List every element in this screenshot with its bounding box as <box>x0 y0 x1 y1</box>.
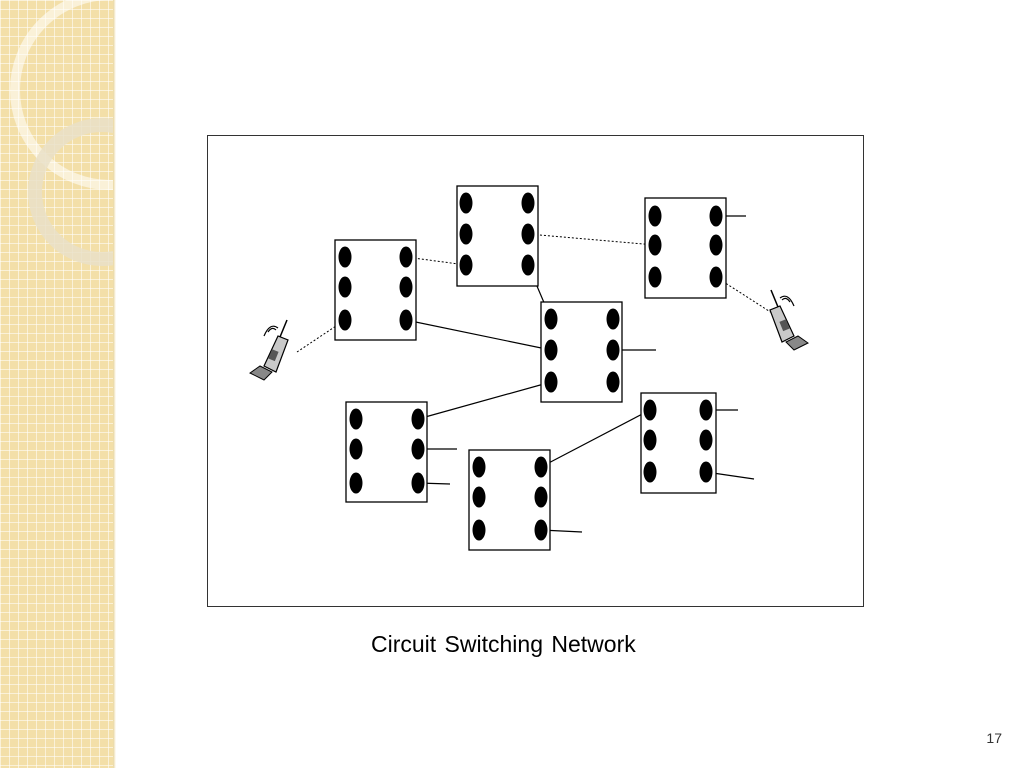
switch-node <box>345 401 428 503</box>
switch-port <box>349 408 363 430</box>
circuit-path <box>527 233 656 246</box>
decorative-side-band <box>0 0 113 768</box>
switch-port <box>699 399 713 421</box>
switch-port <box>709 205 723 227</box>
switch-port <box>699 429 713 451</box>
diagram-frame <box>207 135 864 607</box>
switch-port <box>544 308 558 330</box>
switch-port <box>534 519 548 541</box>
switch-port <box>411 408 425 430</box>
switch-port <box>648 205 662 227</box>
switch-port <box>606 339 620 361</box>
switch-port <box>699 461 713 483</box>
switch-port <box>411 438 425 460</box>
switch-port <box>643 399 657 421</box>
slide-page-number: 17 <box>986 730 1002 746</box>
switch-port <box>606 371 620 393</box>
switch-port <box>709 234 723 256</box>
switch-port <box>349 472 363 494</box>
switch-port <box>472 486 486 508</box>
switch-port <box>534 456 548 478</box>
side-band-edge <box>113 0 116 768</box>
switch-node <box>334 239 417 341</box>
switch-port <box>521 223 535 245</box>
switch-port <box>459 192 473 214</box>
diagram-caption: Circuit Switching Network <box>371 631 636 657</box>
switch-port <box>349 438 363 460</box>
switch-port <box>459 254 473 276</box>
switch-node <box>640 392 717 494</box>
switch-port <box>472 519 486 541</box>
switch-port <box>643 461 657 483</box>
switch-port <box>338 309 352 331</box>
switch-port <box>648 234 662 256</box>
switch-port <box>521 254 535 276</box>
switch-port <box>544 339 558 361</box>
switch-port <box>606 308 620 330</box>
connection-line <box>405 319 552 351</box>
switch-port <box>472 456 486 478</box>
switch-port <box>411 472 425 494</box>
switch-port <box>399 276 413 298</box>
switch-port <box>544 371 558 393</box>
switch-port <box>521 192 535 214</box>
switch-node <box>456 185 539 287</box>
switch-port <box>399 246 413 268</box>
switch-port <box>648 266 662 288</box>
phone-icon <box>249 319 289 381</box>
switch-port <box>399 309 413 331</box>
switch-node <box>540 301 623 403</box>
switch-port <box>338 246 352 268</box>
switch-node <box>644 197 727 299</box>
connection-line <box>540 409 651 468</box>
switch-port <box>643 429 657 451</box>
circuit-path <box>715 276 773 314</box>
switch-port <box>338 276 352 298</box>
connection-line <box>417 381 552 420</box>
switch-port <box>709 266 723 288</box>
switch-port <box>459 223 473 245</box>
switch-node <box>468 449 551 551</box>
switch-port <box>534 486 548 508</box>
phone-icon <box>769 289 809 351</box>
